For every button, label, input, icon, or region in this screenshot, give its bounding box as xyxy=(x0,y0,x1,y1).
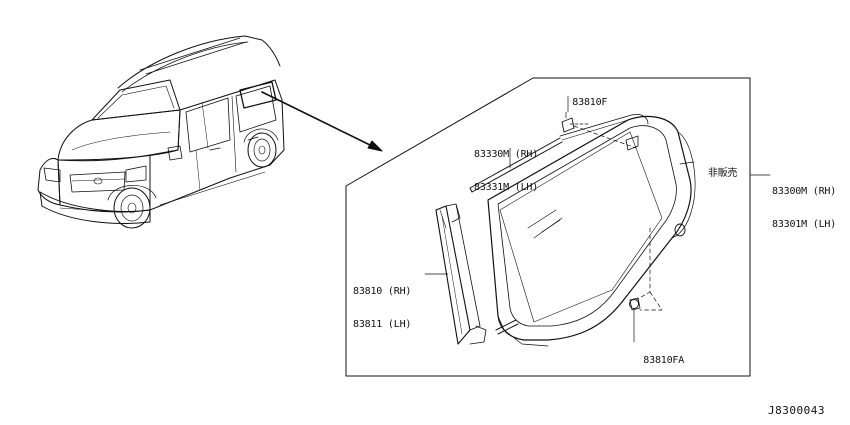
label-glass-assembly: 83300M (RH) 83301M (LH) xyxy=(772,164,836,252)
vehicle-illustration xyxy=(37,35,285,229)
part-number-clip-bottom: 83810FA xyxy=(643,355,685,366)
part-number-clip-top: 83810F xyxy=(572,97,608,108)
label-83810fa: 83810FA xyxy=(620,344,684,377)
label-not-for-sale: 非販売 xyxy=(696,157,738,190)
top-rail-drawing xyxy=(559,114,649,141)
label-leaders xyxy=(424,95,771,343)
not-for-sale-text: 非販売 xyxy=(707,168,738,179)
part-number-moulding-lh: 83331M (LH) xyxy=(474,182,539,193)
weatherstrip-drawing xyxy=(435,203,487,345)
part-number-glass-lh: 83301M (LH) xyxy=(772,219,837,230)
label-weatherstrip: 83810 (RH) 83811 (LH) xyxy=(353,264,411,352)
moulding-strip-drawing xyxy=(469,137,563,193)
detail-frame xyxy=(345,77,751,377)
diagram-id: J8300043 xyxy=(768,404,825,417)
part-number-weatherstrip-rh: 83810 (RH) xyxy=(353,286,412,297)
bottom-strip-drawing xyxy=(495,319,519,335)
label-83810f: 83810F xyxy=(549,86,607,119)
leader-arrow xyxy=(261,91,383,152)
clip-bottom-drawing xyxy=(629,297,641,311)
part-number-weatherstrip-lh: 83811 (LH) xyxy=(353,319,412,330)
part-number-glass-rh: 83300M (RH) xyxy=(772,186,837,197)
clip-top-drawing xyxy=(561,111,589,133)
glass-assembly-drawing xyxy=(487,115,696,347)
assembly-lines xyxy=(573,125,663,311)
part-number-moulding-rh: 83330M (RH) xyxy=(474,149,539,160)
label-moulding: 83330M (RH) 83331M (LH) xyxy=(474,127,538,215)
